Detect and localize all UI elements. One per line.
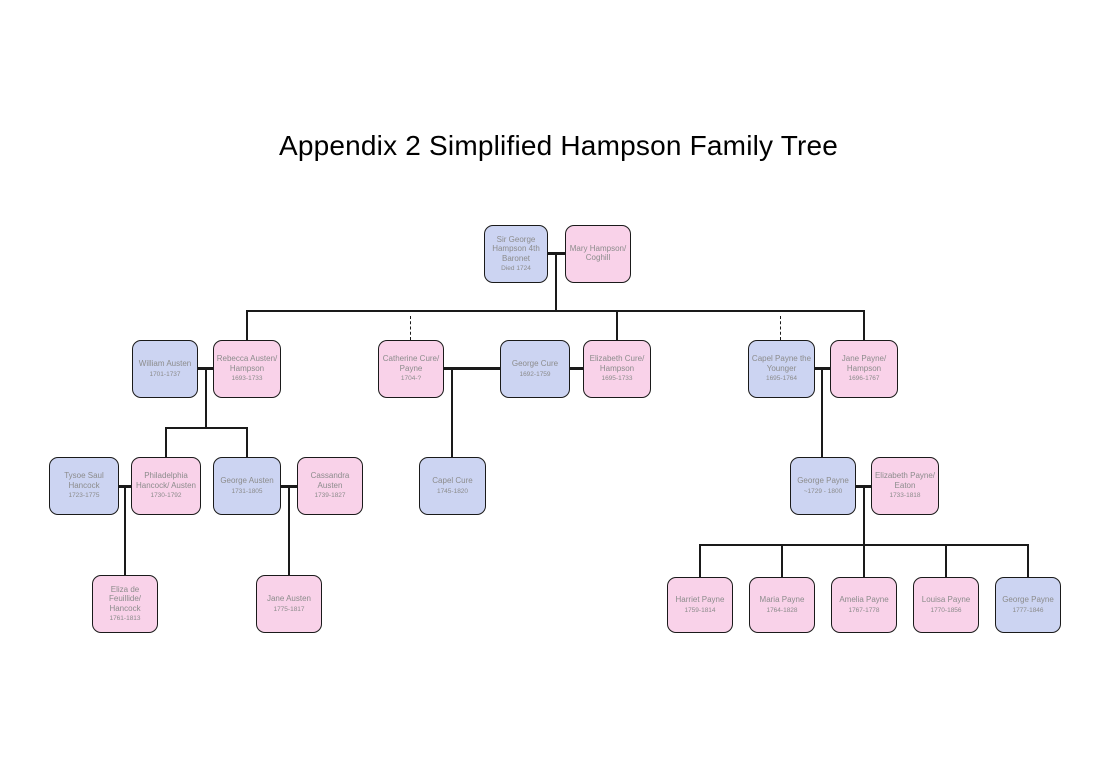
person-dates: 1731-1805 bbox=[231, 487, 263, 495]
spouse-connector-line bbox=[570, 367, 583, 370]
spouse-connector-line bbox=[198, 367, 213, 370]
person-name: Tysoe Saul Hancock bbox=[64, 471, 104, 490]
person-node-philadelphia-hancock-austen: Philadelphia Hancock/ Austen 1730-1792 bbox=[131, 457, 201, 515]
spouse-connector-line bbox=[444, 367, 500, 370]
descent-line bbox=[165, 428, 167, 457]
person-node-catherine-cure-payne: Catherine Cure/ Payne 1704-? bbox=[378, 340, 444, 398]
person-name: Eliza de Feuillide/ Hancock bbox=[108, 584, 141, 613]
person-dates: 1693-1733 bbox=[231, 375, 263, 383]
person-node-elizabeth-payne-eaton: Elizabeth Payne/ Eaton 1733-1818 bbox=[871, 457, 939, 515]
descent-line bbox=[616, 311, 618, 340]
person-dates: 1695-1733 bbox=[601, 375, 633, 383]
person-name: Capel Payne the Younger bbox=[751, 354, 812, 373]
person-dates: 1739-1827 bbox=[314, 492, 346, 500]
person-dates: 1696-1767 bbox=[848, 375, 880, 383]
person-node-george-cure: George Cure 1692-1759 bbox=[500, 340, 570, 398]
person-dates: 1704-? bbox=[400, 375, 422, 383]
person-dates: 1695-1764 bbox=[765, 375, 798, 383]
descent-line bbox=[205, 369, 207, 428]
spouse-connector-line bbox=[856, 485, 871, 488]
person-name: Amelia Payne bbox=[839, 595, 889, 605]
person-dates: 1770-1856 bbox=[930, 606, 962, 614]
person-node-amelia-payne: Amelia Payne 1767-1778 bbox=[831, 577, 897, 633]
person-name: Sir George Hampson 4th Baronet bbox=[492, 234, 540, 263]
descent-line bbox=[555, 253, 557, 311]
descent-line bbox=[246, 428, 248, 457]
person-name: George Austen bbox=[220, 476, 274, 486]
person-node-eliza-de-feuillide-hancock: Eliza de Feuillide/ Hancock 1761-1813 bbox=[92, 575, 158, 633]
person-name: George Payne bbox=[797, 476, 849, 486]
descent-line bbox=[124, 487, 126, 575]
person-dates: 1759-1814 bbox=[684, 606, 716, 614]
person-name: George Payne bbox=[1002, 595, 1054, 605]
person-name: Catherine Cure/ Payne bbox=[382, 354, 440, 373]
person-node-sir-george-hampson: Sir George Hampson 4th Baronet Died 1724 bbox=[484, 225, 548, 283]
person-name: Philadelphia Hancock/ Austen bbox=[135, 471, 197, 490]
person-dates: Died 1724 bbox=[501, 264, 531, 272]
person-node-jane-austen: Jane Austen 1775-1817 bbox=[256, 575, 322, 633]
descent-line bbox=[699, 545, 701, 577]
person-node-louisa-payne: Louisa Payne 1770-1856 bbox=[913, 577, 979, 633]
person-dates: 1733-1818 bbox=[889, 492, 921, 500]
spouse-connector-line bbox=[815, 367, 830, 370]
sibling-bar bbox=[165, 427, 248, 429]
person-node-elizabeth-cure-hampson: Elizabeth Cure/ Hampson 1695-1733 bbox=[583, 340, 651, 398]
person-node-capel-payne-the-younger: Capel Payne the Younger 1695-1764 bbox=[748, 340, 815, 398]
person-node-jane-payne-hampson: Jane Payne/ Hampson 1696-1767 bbox=[830, 340, 898, 398]
person-node-maria-payne: Maria Payne 1764-1828 bbox=[749, 577, 815, 633]
descent-line bbox=[781, 545, 783, 577]
descent-line bbox=[863, 311, 865, 340]
person-dates: 1777-1846 bbox=[1012, 606, 1044, 614]
person-name: Jane Austen bbox=[266, 594, 312, 604]
spouse-connector-line bbox=[281, 485, 297, 488]
dotted-descent-line bbox=[410, 316, 411, 340]
person-dates: ~1729 - 1800 bbox=[803, 487, 843, 495]
descent-line bbox=[1027, 545, 1029, 577]
person-node-george-payne: George Payne ~1729 - 1800 bbox=[790, 457, 856, 515]
person-node-william-austen: William Austen 1701-1737 bbox=[132, 340, 198, 398]
person-node-george-payne-junior: George Payne 1777-1846 bbox=[995, 577, 1061, 633]
person-name: Mary Hampson/ Coghill bbox=[569, 243, 627, 262]
person-name: Cassandra Austen bbox=[310, 471, 350, 490]
person-name: George Cure bbox=[511, 359, 559, 369]
person-node-george-austen: George Austen 1731-1805 bbox=[213, 457, 281, 515]
person-dates: 1745-1820 bbox=[436, 487, 469, 495]
person-name: Maria Payne bbox=[759, 595, 805, 605]
person-dates: 1775-1817 bbox=[273, 605, 305, 613]
person-dates: 1767-1778 bbox=[848, 606, 880, 614]
person-node-cassandra-austen: Cassandra Austen 1739-1827 bbox=[297, 457, 363, 515]
person-node-rebecca-austen-hampson: Rebecca Austen/ Hampson 1693-1733 bbox=[213, 340, 281, 398]
spouse-connector-line bbox=[119, 485, 131, 488]
person-dates: 1692-1759 bbox=[519, 370, 551, 378]
person-name: Jane Payne/ Hampson bbox=[841, 354, 887, 373]
descent-line bbox=[863, 487, 865, 545]
descent-line bbox=[451, 369, 453, 457]
person-name: Capel Cure bbox=[432, 476, 473, 486]
person-node-harriet-payne: Harriet Payne 1759-1814 bbox=[667, 577, 733, 633]
person-name: Harriet Payne bbox=[675, 595, 725, 605]
descent-line bbox=[863, 545, 865, 577]
person-dates: 1761-1813 bbox=[109, 614, 141, 622]
descent-line bbox=[246, 311, 248, 340]
person-name: Louisa Payne bbox=[921, 595, 971, 605]
person-name: Elizabeth Payne/ Eaton bbox=[874, 471, 936, 490]
descent-line bbox=[821, 369, 823, 457]
person-node-mary-hampson-coghill: Mary Hampson/ Coghill bbox=[565, 225, 631, 283]
person-name: William Austen bbox=[138, 359, 192, 369]
person-dates: 1764-1828 bbox=[766, 606, 798, 614]
person-dates: 1701-1737 bbox=[149, 370, 181, 378]
person-dates: 1723-1775 bbox=[68, 492, 100, 500]
descent-line bbox=[288, 487, 290, 575]
page-title: Appendix 2 Simplified Hampson Family Tre… bbox=[278, 130, 839, 161]
person-dates: 1730-1792 bbox=[150, 492, 182, 500]
dotted-descent-line bbox=[780, 316, 781, 340]
person-name: Elizabeth Cure/ Hampson bbox=[589, 354, 645, 373]
sibling-bar bbox=[246, 310, 865, 312]
person-node-tysoe-saul-hancock: Tysoe Saul Hancock 1723-1775 bbox=[49, 457, 119, 515]
person-node-capel-cure: Capel Cure 1745-1820 bbox=[419, 457, 486, 515]
descent-line bbox=[945, 545, 947, 577]
person-name: Rebecca Austen/ Hampson bbox=[216, 354, 278, 373]
